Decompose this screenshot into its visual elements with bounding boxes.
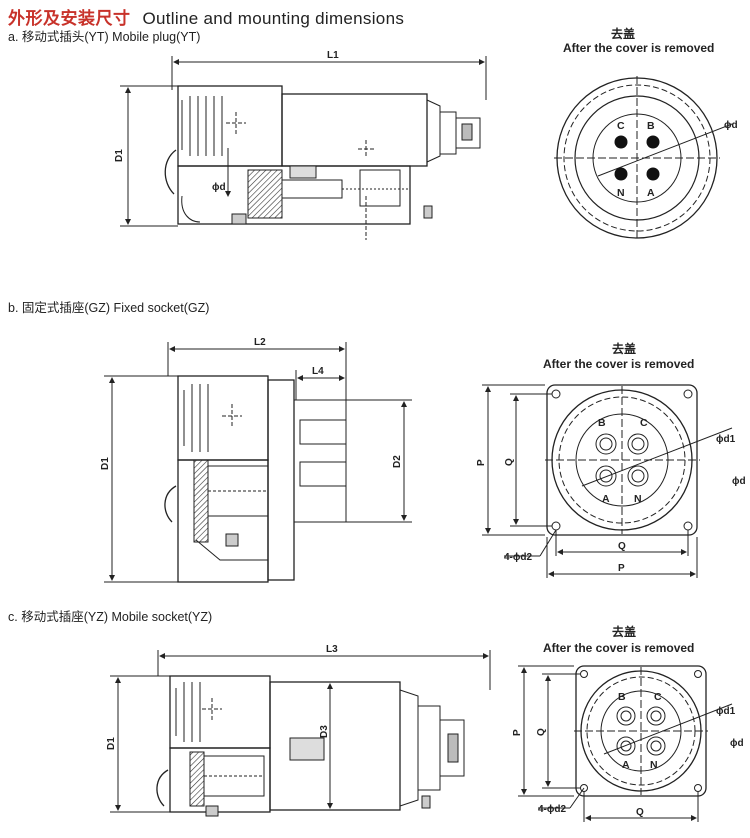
- fixed-pin-a: A: [602, 493, 610, 505]
- page-header: 外形及安装尺寸 Outline and mounting dimensions: [8, 4, 404, 28]
- fixed-pin-n: N: [634, 493, 642, 505]
- plug-pin-a: A: [647, 187, 655, 199]
- fixed-pin-c: C: [640, 417, 648, 429]
- fixed-socket-side-view: [104, 342, 412, 583]
- plug-pin-c: C: [617, 120, 625, 132]
- section-c-label: c. 移动式插座(YZ) Mobile socket(YZ): [8, 610, 213, 624]
- dim-l2: L2: [254, 337, 266, 348]
- fixed-dim-q-vert: Q: [504, 458, 515, 466]
- mobile-socket-end-view: [518, 665, 733, 822]
- section-a-label: a. 移动式插头(YT) Mobile plug(YT): [8, 30, 201, 44]
- mobile-dim-q-vert: Q: [536, 728, 547, 736]
- plug-dim-phi-d: ϕd: [724, 120, 738, 131]
- dim-l1: L1: [327, 50, 339, 61]
- mobile-socket-side-view: [110, 650, 491, 817]
- title-chinese: 外形及安装尺寸: [8, 9, 131, 28]
- mobile-cover-cn: 去盖: [612, 624, 636, 639]
- fixed-pin-b: B: [598, 417, 606, 429]
- mobile-dim-holes: 4-ϕd2: [538, 804, 566, 815]
- fixed-cover-en: After the cover is removed: [543, 357, 694, 371]
- dim-l4: L4: [312, 366, 324, 377]
- dim-d1-mobile: D1: [106, 737, 117, 750]
- title-english: Outline and mounting dimensions: [142, 9, 405, 28]
- fixed-dim-q-horiz: Q: [618, 541, 626, 552]
- dim-d1: D1: [114, 149, 125, 162]
- dim-d2: D2: [392, 455, 403, 468]
- fixed-dim-phi-d1: ϕd1: [716, 434, 736, 445]
- plug-pin-b: B: [647, 120, 655, 132]
- plug-end-view: [554, 76, 733, 240]
- plug-cover-cn: 去盖: [611, 26, 635, 41]
- mobile-pin-b: B: [618, 691, 626, 703]
- fixed-cover-cn: 去盖: [612, 341, 636, 356]
- fixed-dim-holes: 4-ϕd2: [504, 552, 532, 563]
- plug-side-view: [120, 56, 487, 240]
- dim-l3: L3: [326, 644, 338, 655]
- fixed-dim-p-vert: P: [476, 459, 487, 466]
- dim-d3: D3: [319, 725, 330, 738]
- mobile-pin-a: A: [622, 759, 630, 771]
- plug-pin-dots: [614, 135, 660, 181]
- plug-cover-en: After the cover is removed: [563, 41, 714, 55]
- mobile-dim-phi-d1: ϕd1: [716, 706, 736, 717]
- fixed-socket-end-view: [482, 384, 733, 578]
- dim-phi-d-side: ϕd: [212, 182, 226, 193]
- mobile-pin-n: N: [650, 759, 658, 771]
- plug-pin-n: N: [617, 187, 625, 199]
- fixed-dim-p-horiz: P: [618, 563, 625, 574]
- mobile-dim-phi-d: ϕd: [730, 738, 744, 749]
- mobile-pin-c: C: [654, 691, 662, 703]
- mobile-cover-en: After the cover is removed: [543, 641, 694, 655]
- dim-d1-fixed: D1: [100, 457, 111, 470]
- section-b-label: b. 固定式插座(GZ) Fixed socket(GZ): [8, 301, 210, 315]
- fixed-dim-phi-d: ϕd: [732, 476, 746, 487]
- mobile-dim-p-vert: P: [512, 729, 523, 736]
- mobile-dim-q-horiz: Q: [636, 807, 644, 818]
